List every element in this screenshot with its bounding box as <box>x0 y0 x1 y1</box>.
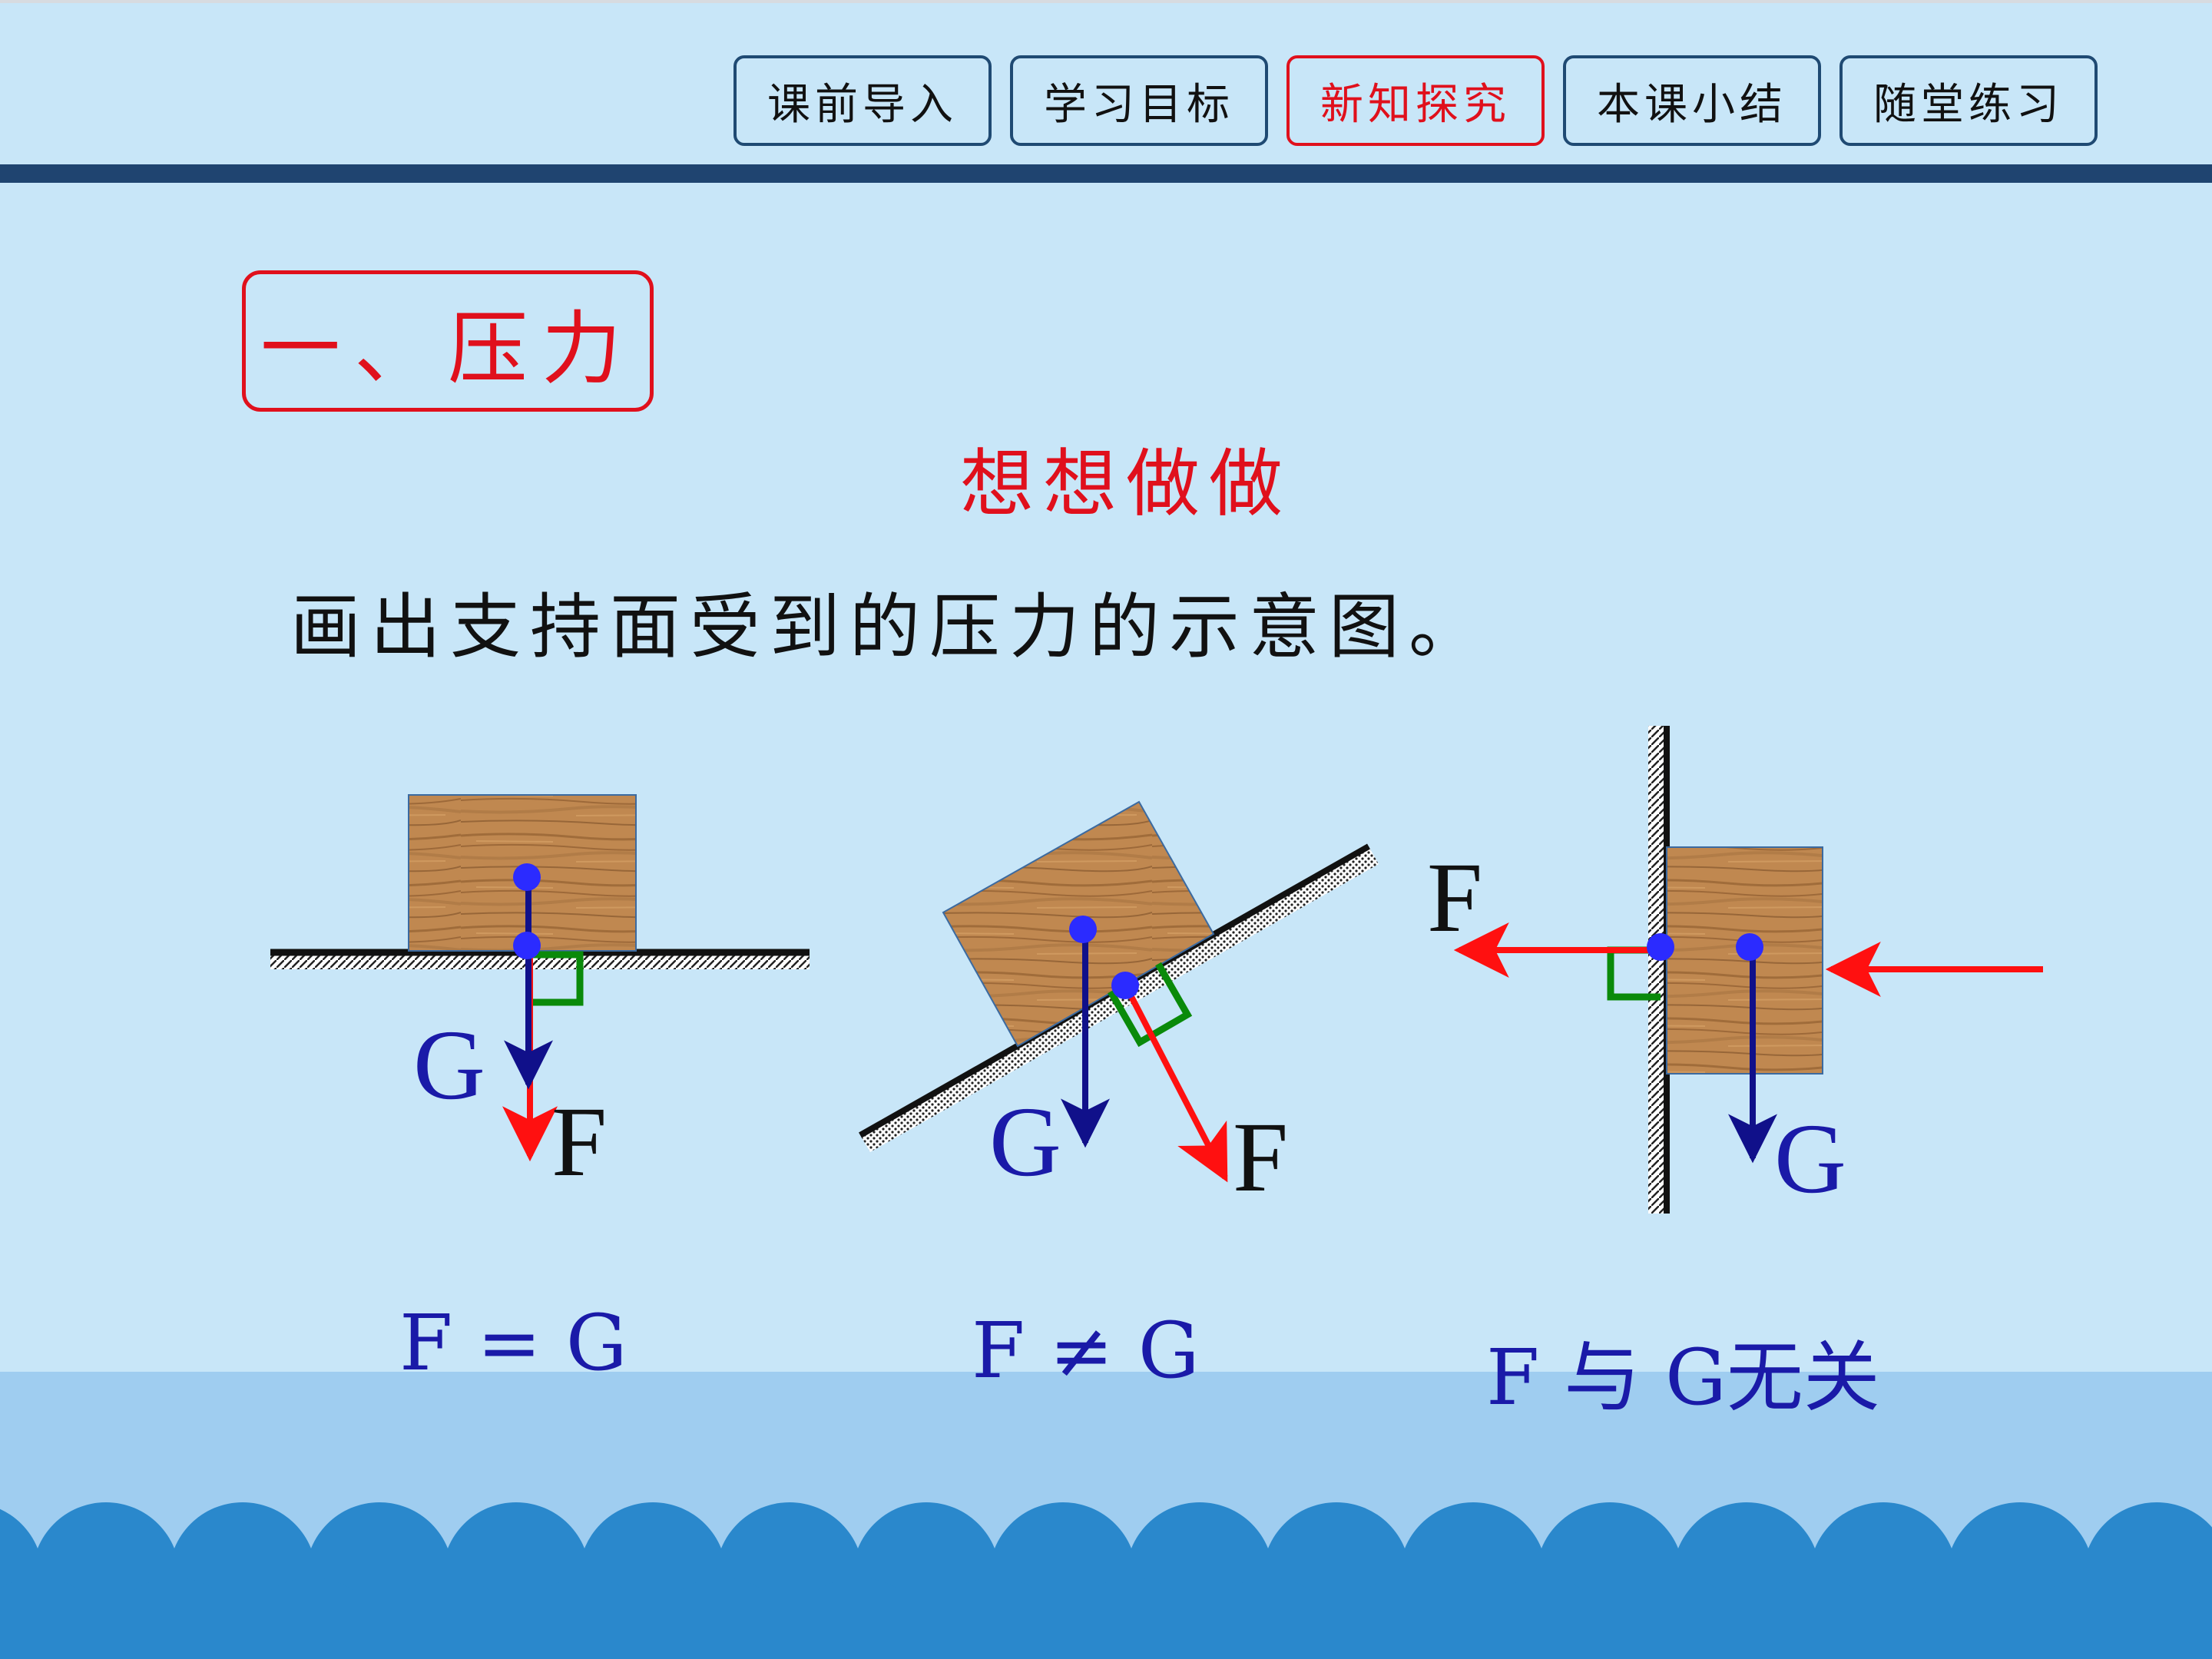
diagram-horizontal: G F <box>270 794 810 1197</box>
section-title: 一、压力 <box>242 270 654 412</box>
gravity-label: G <box>989 1087 1061 1197</box>
diagram-incline: G F <box>859 800 1379 1213</box>
pressure-label: F <box>1233 1102 1288 1213</box>
nav-practice-button[interactable]: 随堂练习 <box>1839 55 2098 146</box>
nav-goals-button[interactable]: 学习目标 <box>1010 55 1268 146</box>
relation-incline: F ≠ G <box>972 1306 1200 1396</box>
pressure-arrow <box>1123 985 1228 1183</box>
instruction-text: 画出支持面受到的压力的示意图。 <box>290 586 1489 668</box>
right-angle-mark <box>530 951 584 1006</box>
pressure-label: F <box>1427 843 1482 953</box>
header-divider <box>0 164 2212 183</box>
wood-block <box>1666 846 1823 1075</box>
nav-intro-button[interactable]: 课前导入 <box>733 55 992 146</box>
pressure-label: F <box>551 1087 607 1197</box>
activity-title: 想想做做 <box>960 441 1292 527</box>
gravity-label: G <box>413 1010 485 1121</box>
ground-surface <box>270 952 810 969</box>
diagram-wall: F G <box>1427 726 2043 1214</box>
contact-point <box>513 932 541 959</box>
contact-point <box>1111 972 1139 999</box>
gravity-label: G <box>1774 1104 1846 1214</box>
relation-wall: F 与 G无关 <box>1486 1333 1880 1422</box>
right-angle-mark <box>1108 962 1193 1048</box>
nav-explore-button[interactable]: 新知探究 <box>1286 55 1545 146</box>
incline-surface <box>860 846 1379 1152</box>
relation-flat: F = G <box>399 1298 628 1388</box>
nav-summary-button[interactable]: 本课小结 <box>1563 55 1821 146</box>
center-of-gravity-point <box>1069 916 1097 943</box>
center-of-gravity-point <box>1736 933 1763 961</box>
nav-bar: 课前导入 学习目标 新知探究 本课小结 随堂练习 <box>733 55 2098 146</box>
top-edge <box>0 0 2212 3</box>
contact-point <box>1647 933 1674 961</box>
wave-decoration <box>0 1372 2212 1659</box>
center-of-gravity-point <box>513 863 541 891</box>
